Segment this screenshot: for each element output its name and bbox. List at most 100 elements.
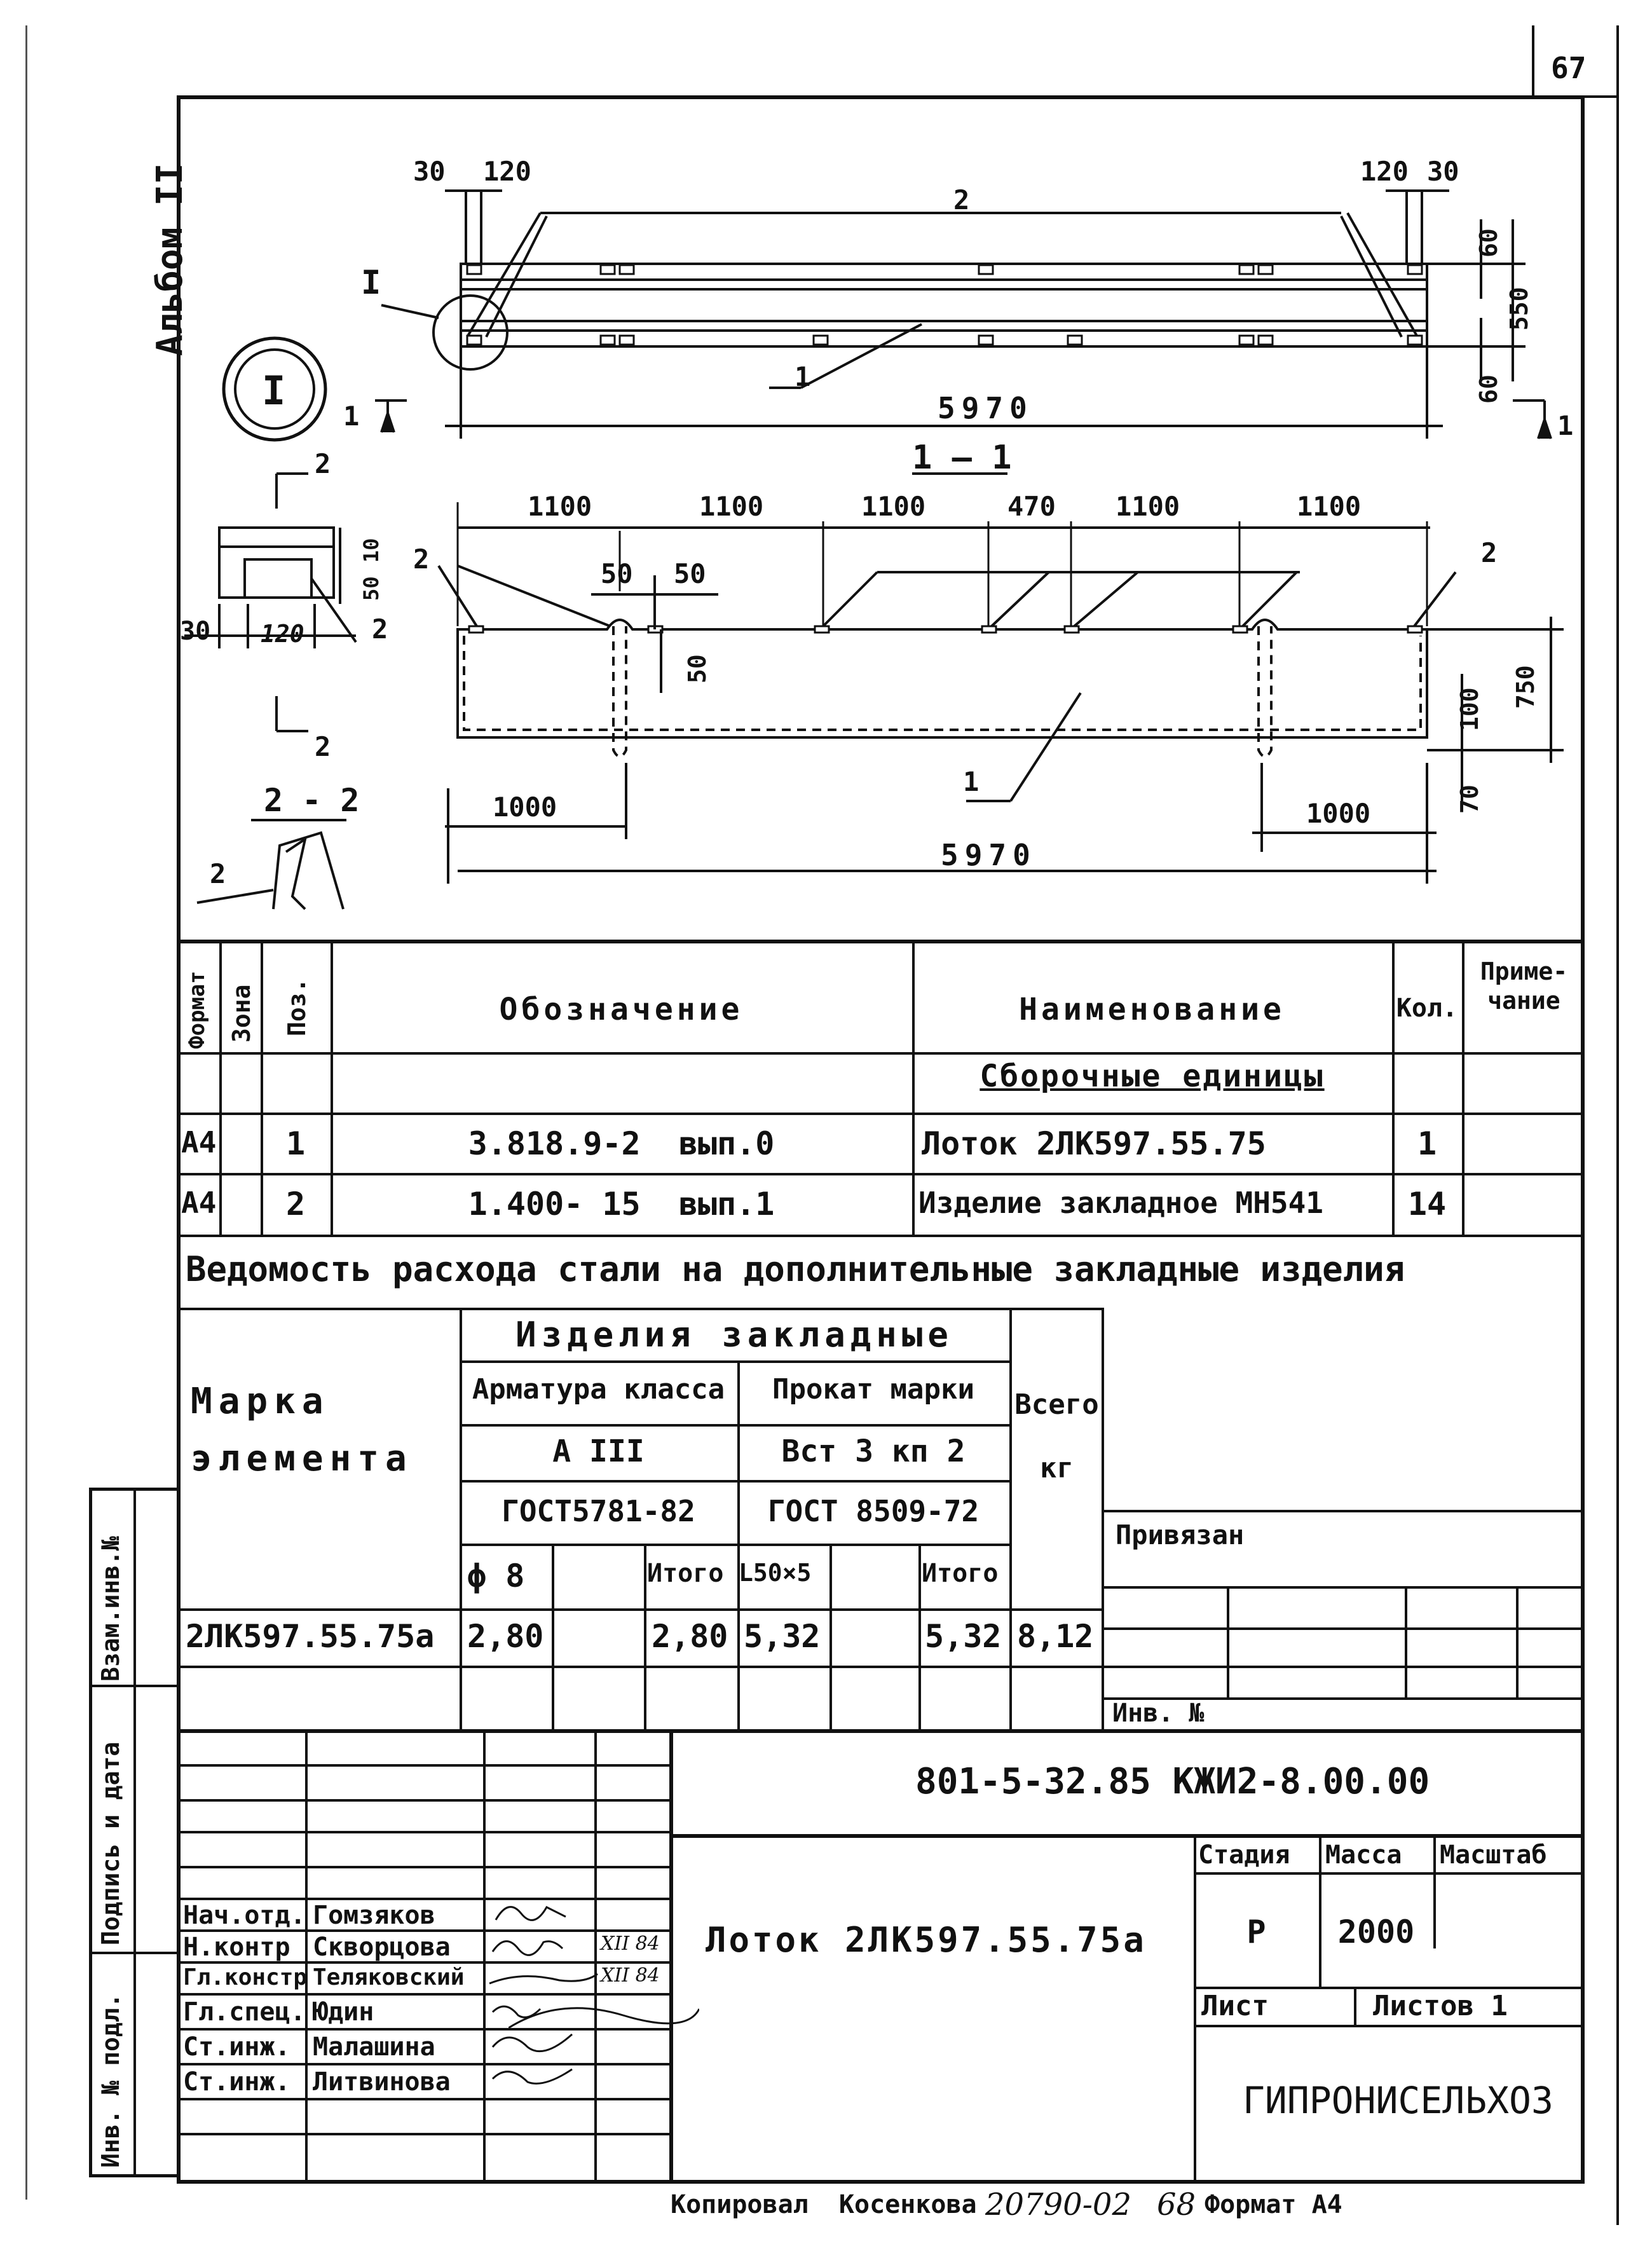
scale-header: Масштаб (1440, 1840, 1547, 1870)
sec-dim-70: 70 (1456, 784, 1484, 814)
sec-dim-470: 470 (1007, 491, 1056, 522)
person-role-5: Ст.инж. (183, 2032, 290, 2062)
page-number: 67 (1551, 51, 1587, 85)
sec-pos-2-right: 2 (1481, 537, 1498, 568)
steel-mark-header: Марка элемента (191, 1381, 413, 1479)
steel-profile-gost: ГОСТ 8509-72 (767, 1494, 980, 1528)
spec-row2-qty: 14 (1407, 1186, 1447, 1222)
sec-dim-1100-4: 1100 (1116, 491, 1180, 522)
section-mark-right: 1 (1557, 410, 1574, 441)
spec-row1-qty: 1 (1417, 1125, 1437, 1162)
sheets-label: Листов 1 (1373, 1990, 1508, 2022)
steel-rebar-header: Арматура класса (472, 1373, 725, 1406)
detail-mark-top: 2 (315, 448, 331, 479)
stage-value: Р (1246, 1914, 1266, 1950)
detail-pos-2: 2 (372, 613, 388, 645)
footer-ref: 20790-02 (985, 2187, 1131, 2222)
plan-dim-60-bottom: 60 (1475, 374, 1503, 404)
plan-pos-2: 2 (953, 184, 970, 216)
steel-row-L50: 5,32 (744, 1618, 821, 1655)
footer-num: 68 (1157, 2187, 1196, 2222)
steel-profile-header: Прокат марки (772, 1373, 974, 1406)
stamp-podpis: Подпись и дата (97, 1741, 125, 1945)
signature-flourish (509, 2007, 699, 2029)
steel-title: Ведомость расхода стали на дополнительны… (186, 1249, 1405, 1289)
footer-format: Формат А4 (1205, 2190, 1342, 2219)
person-name-1: Гомзяков (313, 1901, 435, 1930)
spec-row2-format: А4 (181, 1186, 217, 1220)
steel-group-header: Изделия закладные (515, 1315, 953, 1355)
sec-dim-1100-2: 1100 (699, 491, 764, 522)
person-date-3: XII 84 (601, 1964, 660, 1987)
section-2-2-pos-2: 2 (210, 858, 226, 889)
sec-dim-750: 750 (1512, 665, 1539, 709)
spec-header-qty: Кол. (1396, 994, 1458, 1023)
section-mark-left: 1 (343, 401, 360, 432)
steel-row-total2: 5,32 (925, 1618, 1002, 1655)
detail-mark-bottom: 2 (315, 731, 331, 762)
plan-dim-550: 550 (1505, 287, 1533, 331)
mass-value: 2000 (1337, 1914, 1415, 1950)
person-role-6: Ст.инж. (183, 2067, 290, 2097)
signatures (489, 1906, 598, 2085)
steel-total-header: Всего кг (1014, 1388, 1099, 1484)
sec-length: 5970 (941, 838, 1037, 872)
spec-header-designation: Обозначение (499, 992, 744, 1027)
organization: ГИПРОНИСЕЛЬХОЗ (1243, 2079, 1553, 2122)
steel-col-L50: L50×5 (739, 1559, 812, 1587)
callout-label-I: I (361, 264, 381, 302)
detail-dim-50: 50 (359, 576, 383, 601)
sec-dim-50-vertical: 50 (683, 654, 711, 683)
spec-top-line (177, 940, 1585, 943)
spec-header-zone: Зона (228, 984, 256, 1043)
top-border-line (177, 95, 1616, 98)
spec-header-pos: Поз. (283, 978, 311, 1036)
person-role-4: Гл.спец. (183, 1997, 306, 2027)
right-border-line (1616, 25, 1619, 2225)
sec-dim-1100-5: 1100 (1297, 491, 1362, 522)
doc-code: 801-5-32.85 КЖИ2-8.00.00 (915, 1761, 1430, 1802)
object-name: Лоток 2ЛК597.55.75а (706, 1920, 1147, 1960)
person-name-2: Скворцова (313, 1933, 451, 1962)
binding-inv-label: Инв. № (1112, 1699, 1205, 1728)
spec-row2-name: Изделие закладное МН541 (918, 1186, 1323, 1220)
person-role-2: Н.контр (183, 1933, 290, 1962)
person-role-1: Нач.отд. (183, 1901, 306, 1930)
sec-dim-1000-left: 1000 (493, 791, 557, 823)
spec-row1-format: А4 (181, 1125, 217, 1160)
steel-col-total1: Итого (647, 1559, 724, 1588)
steel-row-total1: 2,80 (652, 1618, 728, 1655)
detail-dim-10: 10 (359, 538, 383, 563)
sec-pos-1: 1 (963, 766, 980, 797)
binding-label: Привязан (1116, 1519, 1245, 1551)
drawing-svg (184, 189, 1564, 910)
plan-dim-30-left: 30 (413, 156, 446, 187)
sec-pos-2-left: 2 (413, 544, 430, 575)
steel-col-total2: Итого (922, 1559, 999, 1588)
sec-dim-1000-right: 1000 (1306, 798, 1371, 829)
sec-dim-100: 100 (1456, 687, 1484, 731)
spec-row1-name: Лоток 2ЛК597.55.75 (922, 1125, 1266, 1162)
spec-row1-designation: 3.818.9-2 вып.0 (468, 1125, 775, 1162)
person-date-2: XII 84 (601, 1933, 660, 1955)
margin-line (25, 25, 27, 2200)
steel-profile-grade: Вст 3 кп 2 (781, 1434, 966, 1469)
stamp-inv-podl: Инв. № подл. (97, 1993, 125, 2168)
plan-dim-120-left: 120 (483, 156, 531, 187)
spec-section-title: Сборочные единицы (980, 1058, 1325, 1094)
plan-length: 5970 (938, 391, 1034, 425)
spec-header-format: Формат (184, 971, 210, 1049)
detail-dim-120: 120 (261, 620, 304, 648)
steel-row-d8: 2,80 (467, 1618, 544, 1655)
mass-header: Масса (1325, 1840, 1402, 1870)
footer-copied: Копировал Косенкова (671, 2190, 977, 2219)
plan-outline (460, 263, 1428, 348)
person-name-5: Малашина (313, 2032, 435, 2062)
spec-header-name: Наименование (1019, 992, 1285, 1027)
steel-col-d8: ϕ 8 (467, 1558, 525, 1594)
spec-row2-pos: 2 (285, 1186, 306, 1222)
person-name-3: Теляковский (313, 1964, 465, 1990)
person-name-4: Юдин (313, 1997, 374, 2027)
steel-rebar-gost: ГОСТ5781-82 (502, 1494, 695, 1528)
plan-dim-60-top: 60 (1475, 228, 1503, 257)
